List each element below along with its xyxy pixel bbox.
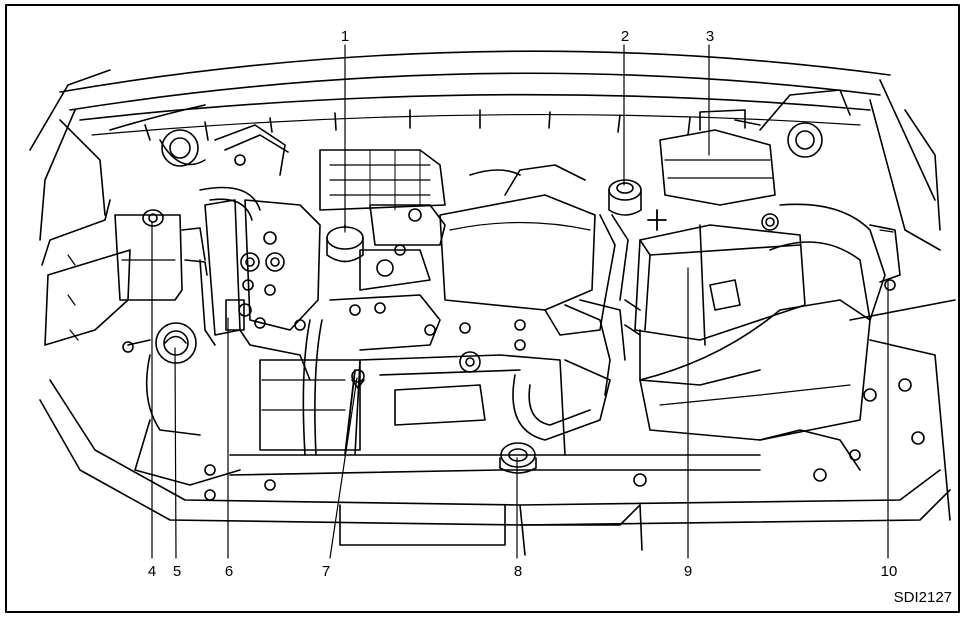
callout-number-8: 8 (514, 563, 522, 580)
power-steering-reservoir-drawing (599, 179, 642, 301)
radiator-cap-drawing (499, 442, 537, 474)
air-cleaner-drawing (639, 203, 901, 441)
hood-outline (59, 50, 891, 141)
intake-manifold (240, 149, 446, 331)
callout-number-7: 7 (322, 563, 330, 580)
front-crossmember (39, 379, 951, 556)
callout-number-9: 9 (684, 563, 692, 580)
fuse-box-drawing (659, 109, 776, 206)
radiator-hose (512, 299, 626, 441)
callout-number-2: 2 (621, 28, 629, 45)
leader-lines (151, 44, 889, 559)
callout-number-5: 5 (173, 563, 181, 580)
right-fender (759, 79, 956, 521)
dipstick-drawing (344, 369, 365, 456)
engine-lower-block (259, 351, 566, 456)
left-fender (29, 69, 246, 346)
callout-number-10: 10 (881, 563, 898, 580)
callout-number-1: 1 (341, 28, 349, 45)
battery-drawing (624, 209, 806, 386)
figure-id: SDI2127 (894, 589, 952, 606)
hose-lines-left (199, 124, 323, 456)
air-intake-duct (439, 164, 606, 351)
brake-fluid-reservoir-drawing (114, 209, 206, 301)
callout-number-4: 4 (148, 563, 156, 580)
coolant-reservoir-drawing (184, 199, 252, 346)
figure-frame (5, 4, 960, 613)
callout-number-3: 3 (706, 28, 714, 45)
leader-line-7 (329, 377, 358, 559)
leader-line-5 (174, 347, 177, 559)
callout-number-6: 6 (225, 563, 233, 580)
throttle-body (329, 204, 471, 351)
washer-fluid-reservoir-drawing (122, 322, 241, 486)
